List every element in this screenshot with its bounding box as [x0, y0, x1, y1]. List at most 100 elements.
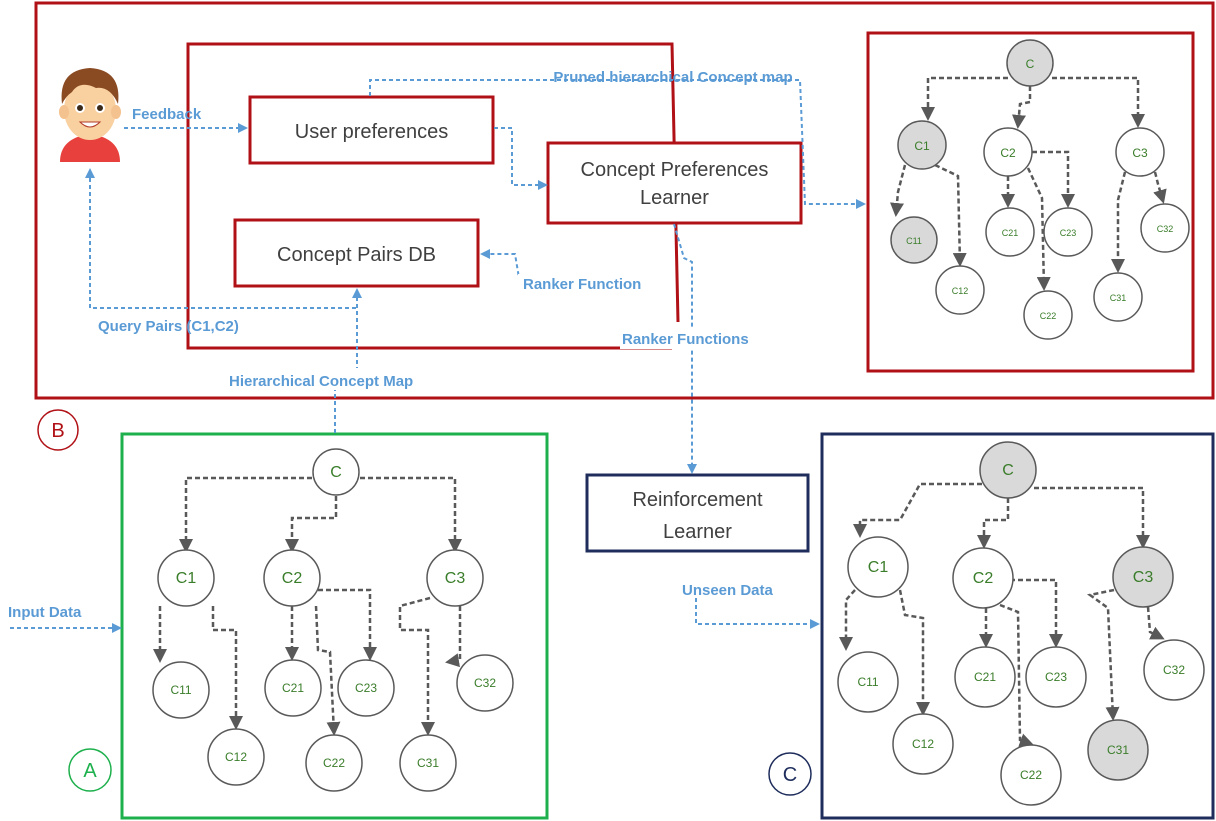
node-label-c31: C31: [417, 756, 439, 770]
node-c12: [892, 713, 954, 775]
concept-preferences-label-line1: Concept Preferences: [581, 159, 769, 181]
tree-c-edge: [898, 589, 930, 716]
tree-a-edge: [360, 476, 462, 553]
node-label-c11: C11: [170, 683, 191, 697]
node-c3: [1115, 127, 1165, 177]
node-label-c3: C3: [1132, 146, 1148, 160]
node-c23: [1025, 646, 1087, 708]
node-c1: [847, 536, 909, 598]
node-c: [312, 448, 360, 496]
panel-c-frame: [820, 432, 1215, 820]
tree-c-edge: [977, 498, 1010, 549]
node-label-c21: C21: [282, 681, 304, 695]
node-c: [979, 441, 1037, 499]
reinforcement-label-line1: Reinforcement: [632, 489, 763, 511]
node-c32: [1143, 639, 1205, 701]
panel-a-letter: A: [83, 760, 97, 782]
reinforcement-label-line2: Learner: [663, 521, 732, 543]
ranker-functions-label: Ranker Functions: [622, 331, 749, 348]
node-c23: [337, 659, 395, 717]
tree-c-edge: [853, 482, 982, 538]
panel-c-marker: [768, 752, 812, 796]
ranker-functions-arrow: [673, 223, 697, 474]
node-label-c12: C12: [912, 737, 934, 751]
hierarchical-map-label-bg: [226, 368, 484, 390]
reinforcement-learner-box: [585, 473, 810, 553]
node-label-c12: C12: [952, 286, 969, 296]
node-c3: [1112, 546, 1174, 608]
ranker-functions-label-bg: [620, 329, 776, 349]
tree-a-edge: [318, 588, 377, 661]
tree-c-edge: [1086, 588, 1120, 721]
node-c31: [399, 734, 457, 792]
node-label-c2: C2: [282, 570, 303, 587]
tree-b-edge: [1111, 171, 1127, 273]
tree-b-edge: [1032, 150, 1075, 208]
node-c22: [305, 734, 363, 792]
tree-b-edge: [1012, 86, 1032, 129]
tree-b-edge: [890, 164, 907, 217]
node-c21: [954, 646, 1016, 708]
tree-b-edge: [921, 76, 1008, 121]
node-c11: [890, 216, 938, 264]
concept-pairs-db-label: Concept Pairs DB: [277, 244, 436, 266]
tree-b-edge: [1052, 76, 1145, 128]
node-label-c31: C31: [1110, 293, 1127, 303]
node-c22: [1000, 744, 1062, 806]
inner-learner-bracket: [186, 42, 680, 350]
panel-b-frame: [34, 1, 1215, 400]
node-c21: [985, 207, 1035, 257]
node-c1: [157, 549, 215, 607]
tree-a-edge: [314, 605, 341, 736]
node-label-c1: C1: [176, 570, 197, 587]
hierarchical-map-label: Hierarchical Concept Map: [229, 373, 413, 390]
tree-b-edge: [934, 163, 967, 267]
panel-b-letter: B: [51, 420, 64, 442]
node-c3: [426, 549, 484, 607]
panel-c-letter: C: [783, 764, 797, 786]
node-label-c12: C12: [225, 750, 247, 764]
node-label-c23: C23: [355, 681, 377, 695]
input-data-label: Input Data: [8, 604, 82, 621]
tree-a-edge: [285, 496, 338, 553]
tree-a-edge: [179, 476, 312, 553]
node-c11: [837, 651, 899, 713]
node-c32: [456, 654, 514, 712]
pruned-map-connector: [369, 79, 866, 209]
node-label-c3: C3: [445, 570, 466, 587]
concept-preferences-learner-box: [546, 141, 803, 225]
node-c22: [1023, 290, 1073, 340]
node-label-c: C: [1026, 57, 1035, 71]
tree-c-edge: [1010, 578, 1063, 648]
user-pref-to-learner-arrow: [494, 127, 548, 190]
node-c: [1006, 39, 1054, 87]
pruned-map-frame: [866, 31, 1195, 373]
tree-c-edge: [1146, 606, 1165, 640]
node-label-c22: C22: [323, 756, 345, 770]
panel-a-frame: [120, 432, 549, 820]
node-label-c32: C32: [1157, 224, 1174, 234]
query-pairs-label: Query Pairs (C1,C2): [98, 318, 239, 335]
node-c21: [264, 659, 322, 717]
node-label-c21: C21: [1002, 228, 1019, 238]
query-pairs-arrow: [85, 168, 356, 309]
user-preferences-label: User preferences: [295, 121, 448, 143]
node-label-c1: C1: [914, 139, 930, 153]
node-label-c32: C32: [1163, 663, 1185, 677]
tree-b-edge: [1153, 171, 1167, 204]
node-label-c11: C11: [857, 675, 878, 689]
node-label-c2: C2: [973, 570, 994, 587]
user-avatar-icon: [59, 68, 121, 162]
panel-b-marker: [37, 409, 79, 451]
concept-preferences-label-line2: Learner: [640, 187, 709, 209]
node-c23: [1043, 207, 1093, 257]
ranker-function-label: Ranker Function: [523, 276, 641, 293]
node-label-c32: C32: [474, 676, 496, 690]
node-label-c23: C23: [1060, 228, 1077, 238]
node-label-c3: C3: [1133, 569, 1154, 586]
unseen-data-arrow: [695, 598, 820, 629]
node-label-c: C: [330, 464, 342, 481]
node-c2: [952, 547, 1014, 609]
user-preferences-box: [248, 95, 495, 165]
node-label-c22: C22: [1040, 311, 1057, 321]
